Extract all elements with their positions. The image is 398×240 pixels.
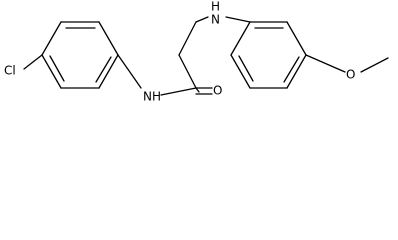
chlorophenyl-ring	[41, 21, 119, 89]
ring-nh-bond	[117, 54, 142, 89]
methoxyphenyl-ring	[230, 21, 307, 89]
carbonyl-oxygen-label: O	[213, 84, 222, 98]
chemical-structure: Cl NH O H N O	[4, 0, 389, 104]
ring-o-bond	[305, 54, 346, 73]
ether-oxygen-label: O	[346, 68, 355, 82]
o-methyl-bond	[360, 57, 389, 73]
amine-n-label: N	[211, 13, 220, 27]
nh-ring-bond	[225, 16, 251, 23]
amine-h-label: H	[211, 0, 220, 14]
c-cl-bond	[23, 54, 43, 70]
ch2-linker-bond	[178, 21, 197, 56]
carbonyl-ch2-bond	[178, 54, 197, 89]
nh-carbonyl-bond	[160, 87, 197, 96]
amide-nh-label: NH	[143, 90, 161, 104]
carbonyl-double-bond	[195, 87, 213, 95]
chloro-label: Cl	[4, 64, 16, 78]
ch2-nh-bond	[195, 16, 209, 23]
